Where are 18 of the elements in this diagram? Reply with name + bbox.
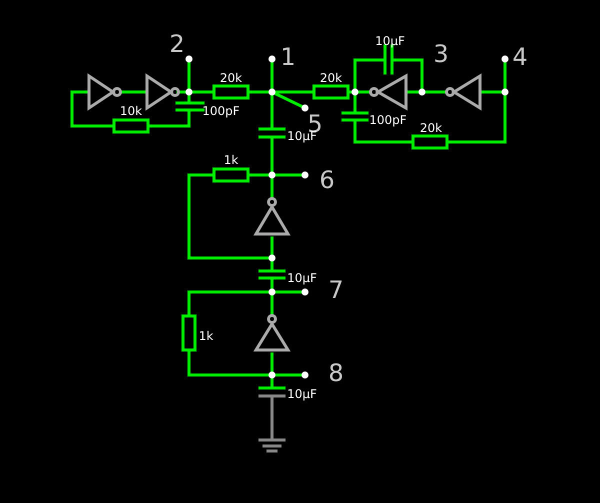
component-value: 10µF xyxy=(287,272,317,284)
test-point-number: 2 xyxy=(169,32,185,56)
component-value: 1k xyxy=(198,330,214,342)
component-value: 20k xyxy=(420,122,442,134)
component-value: 10k xyxy=(120,105,142,117)
component-value: 20k xyxy=(320,72,342,84)
component-value: 20k xyxy=(220,72,242,84)
test-point-number: 7 xyxy=(328,278,344,302)
test-point-number: 6 xyxy=(319,168,335,192)
test-point-number: 4 xyxy=(512,45,528,69)
component-value: 100pF xyxy=(369,114,407,126)
component-value: 1k xyxy=(224,154,238,166)
component-value: 10µF xyxy=(287,388,317,400)
component-value: 10µF xyxy=(375,35,405,47)
test-point-number: 1 xyxy=(280,45,296,69)
test-point-number: 8 xyxy=(328,361,344,385)
component-value: 100pF xyxy=(202,105,240,117)
test-point-number: 3 xyxy=(433,42,449,66)
